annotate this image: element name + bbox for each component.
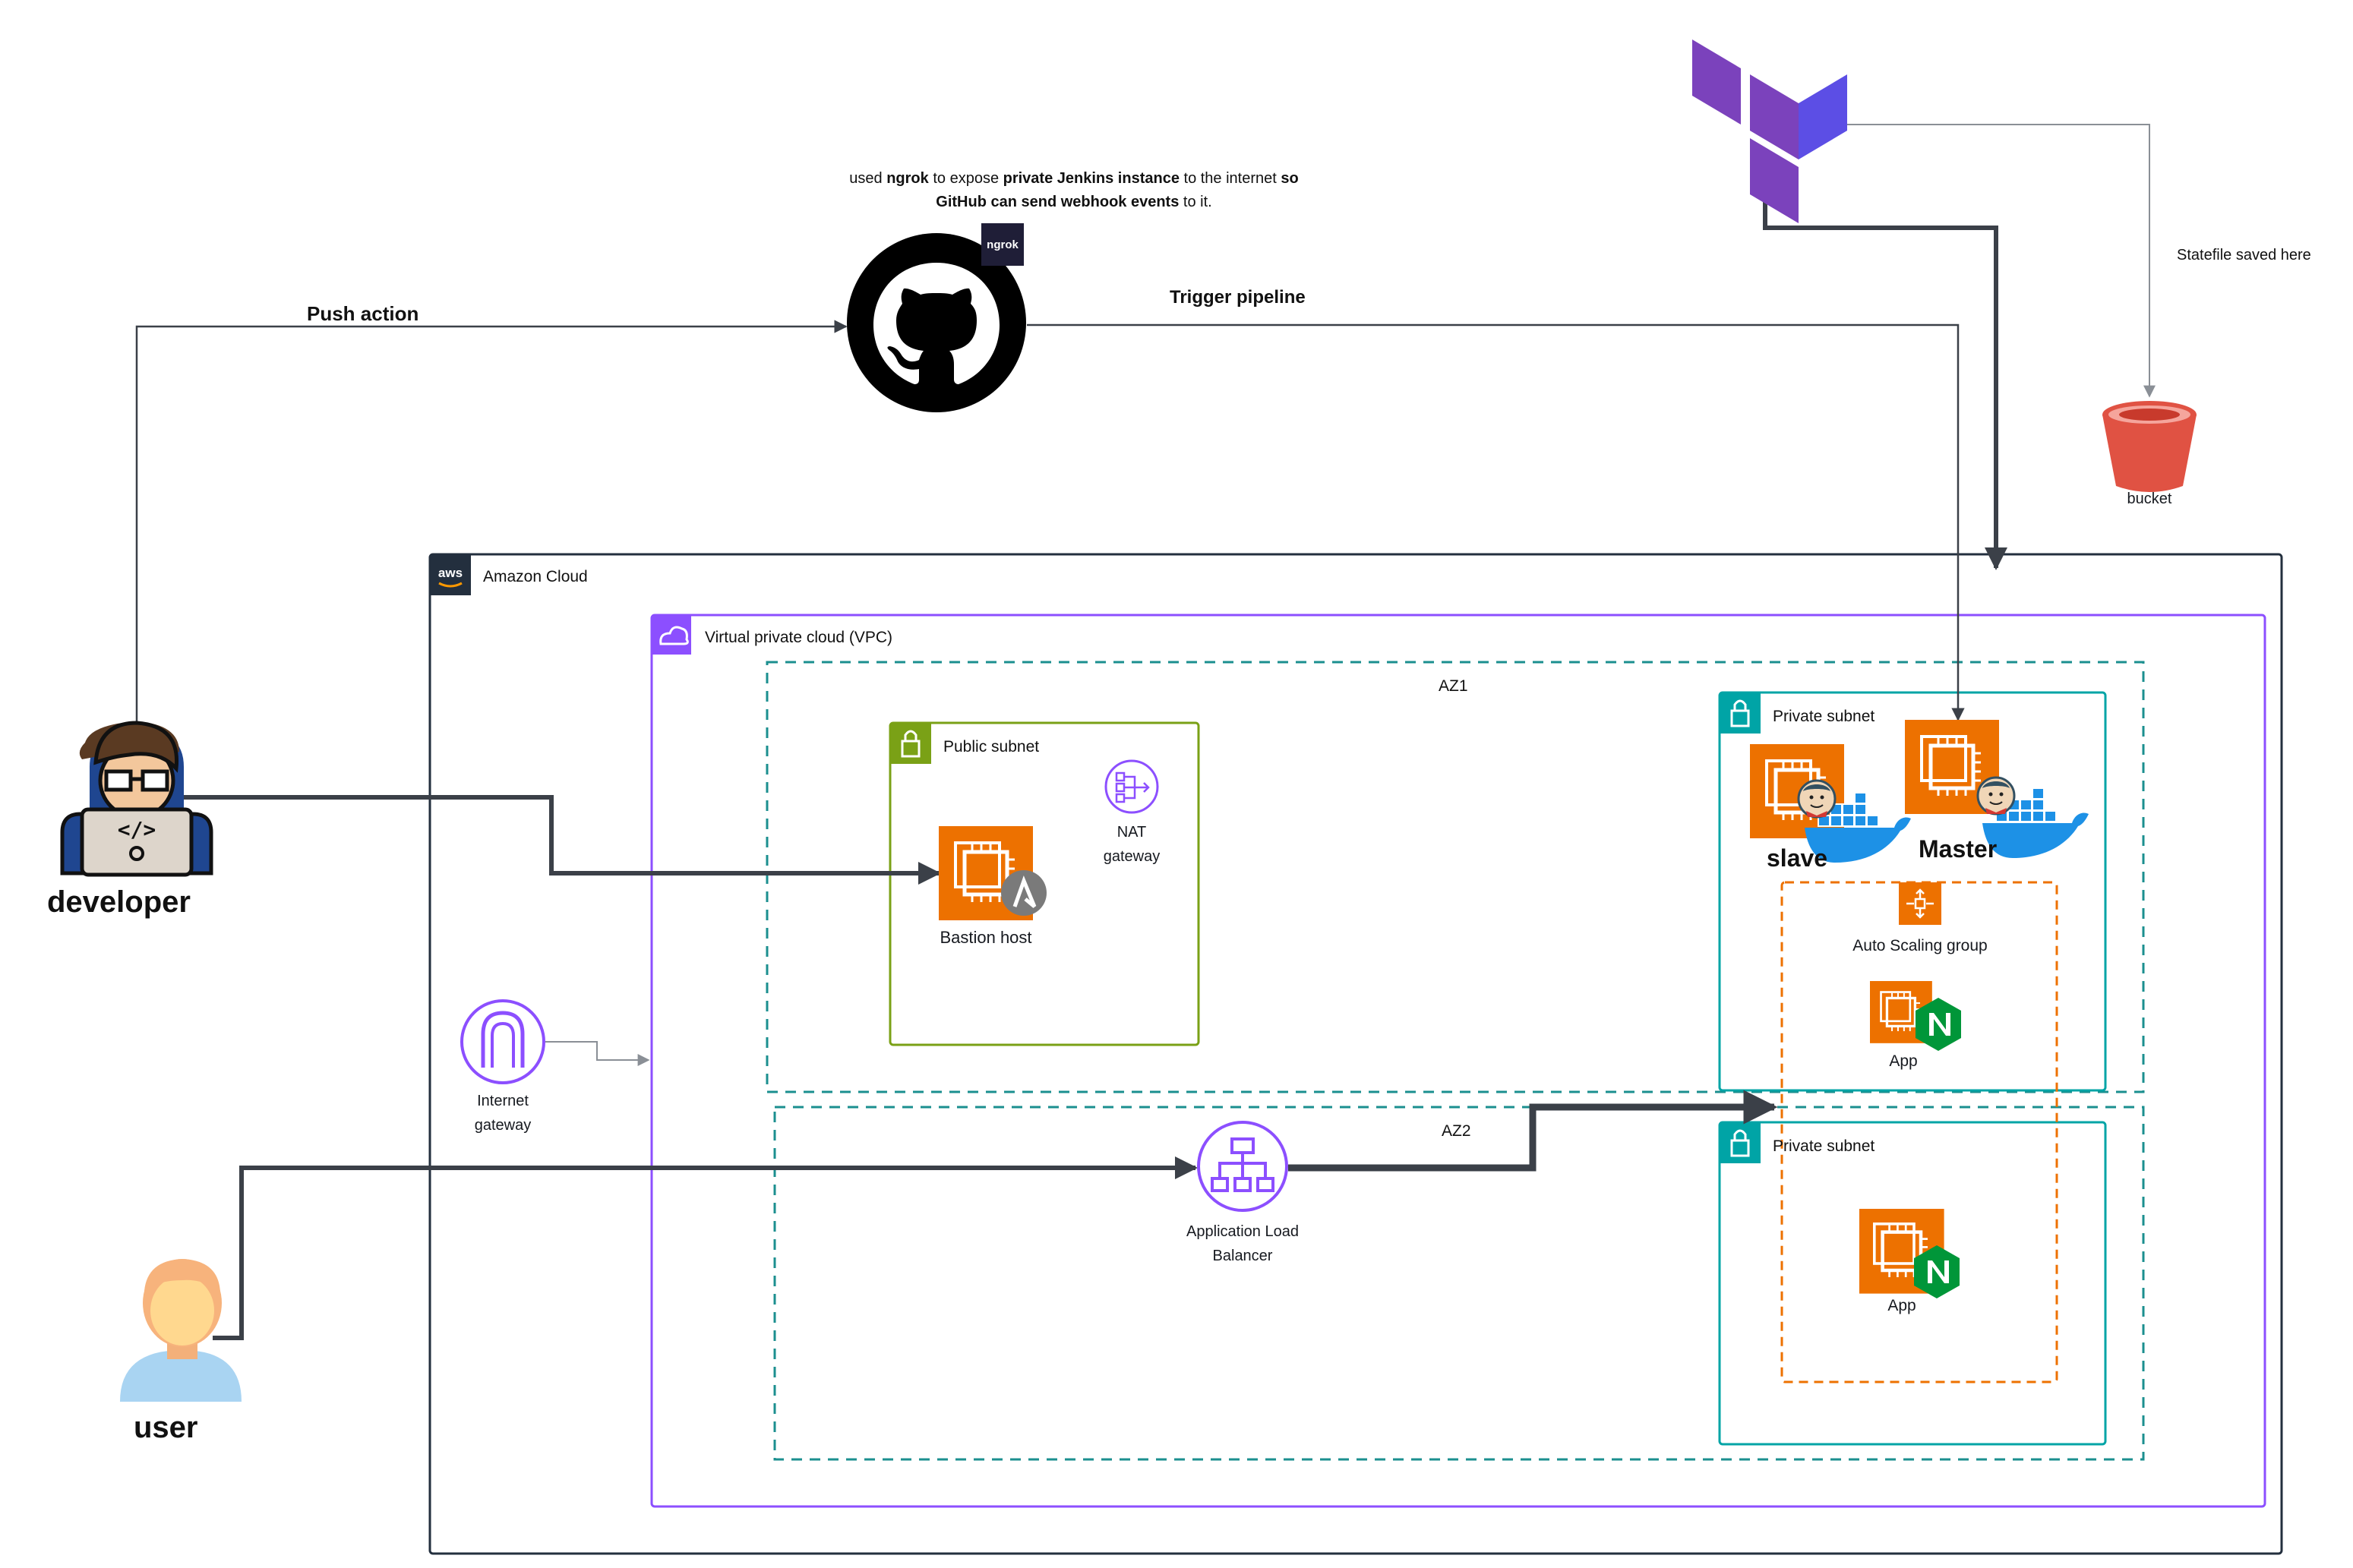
internet-gateway-icon bbox=[460, 999, 545, 1084]
terraform-icon bbox=[1692, 39, 1847, 223]
auto-scaling-label: Auto Scaling group bbox=[1852, 937, 1988, 954]
bastion-host-node bbox=[939, 826, 1047, 920]
private-subnet-label: Private subnet bbox=[1773, 708, 1875, 725]
terraform-provision-arrow bbox=[1763, 196, 2007, 570]
slave-label: slave bbox=[1767, 844, 1828, 872]
az2-label: AZ2 bbox=[1442, 1122, 1471, 1140]
lock-icon bbox=[890, 723, 931, 764]
amazon-cloud-group bbox=[428, 553, 2283, 1555]
private-subnet-az1 bbox=[1718, 691, 2107, 1092]
ngrok-note: used ngrok to expose private Jenkins ins… bbox=[849, 170, 1299, 210]
aws-logo: aws bbox=[430, 554, 471, 595]
az2-zone bbox=[773, 1106, 2145, 1461]
vpc-label: Virtual private cloud (VPC) bbox=[705, 629, 893, 646]
svg-text:ngrok: ngrok bbox=[987, 238, 1019, 251]
user-label: user bbox=[134, 1411, 198, 1444]
amazon-cloud-label: Amazon Cloud bbox=[483, 568, 588, 585]
bucket-label: bucket bbox=[2127, 491, 2172, 507]
app-label-az1: App bbox=[1889, 1052, 1918, 1070]
vpc-group bbox=[650, 614, 2266, 1508]
auto-scaling-group bbox=[1780, 881, 2058, 1383]
app-label-az2: App bbox=[1887, 1297, 1916, 1314]
github-icon bbox=[847, 233, 1026, 412]
trigger-pipeline-arrow bbox=[1027, 323, 1965, 721]
vpc-cloud-icon bbox=[652, 615, 691, 655]
svg-text:aws: aws bbox=[438, 566, 463, 580]
jenkins-icon bbox=[1976, 776, 2016, 816]
s3-bucket-icon bbox=[2102, 401, 2197, 492]
push-action-arrow bbox=[135, 320, 848, 727]
jenkins-icon bbox=[1797, 779, 1837, 819]
developer-avatar: </> bbox=[60, 721, 213, 877]
private-subnet-az2 bbox=[1718, 1121, 2107, 1446]
user-avatar bbox=[120, 1259, 242, 1402]
az1-zone bbox=[766, 661, 2145, 1093]
alb-asg-arrow bbox=[1288, 1090, 1778, 1172]
ansible-icon bbox=[1001, 870, 1047, 916]
trigger-pipeline-label: Trigger pipeline bbox=[1170, 287, 1306, 308]
nat-gateway-icon bbox=[1104, 759, 1159, 814]
app-node-az2 bbox=[1859, 1209, 1960, 1298]
ssh-bastion-arrow bbox=[179, 795, 941, 885]
load-balancer-icon bbox=[1197, 1121, 1288, 1212]
lock-icon bbox=[1720, 1122, 1761, 1163]
statefile-arrow bbox=[1847, 124, 2156, 398]
master-label: Master bbox=[1919, 835, 1998, 863]
igw-vpc-arrow bbox=[545, 1041, 650, 1066]
public-subnet bbox=[889, 721, 1200, 1046]
bastion-host-label: Bastion host bbox=[940, 928, 1032, 947]
app-node-az1 bbox=[1868, 980, 1961, 1051]
az1-label: AZ1 bbox=[1439, 677, 1468, 695]
auto-scaling-icon bbox=[1899, 882, 1941, 925]
push-action-label: Push action bbox=[307, 302, 419, 325]
user-alb-arrow bbox=[213, 1156, 1198, 1340]
ngrok-badge: ngrok bbox=[981, 223, 1024, 266]
statefile-label: Statefile saved here bbox=[2177, 247, 2311, 263]
public-subnet-label: Public subnet bbox=[943, 738, 1040, 756]
svg-text:</>: </> bbox=[118, 817, 156, 842]
developer-label: developer bbox=[47, 885, 191, 919]
lock-icon bbox=[1720, 693, 1761, 734]
private-subnet-label: Private subnet bbox=[1773, 1137, 1875, 1155]
